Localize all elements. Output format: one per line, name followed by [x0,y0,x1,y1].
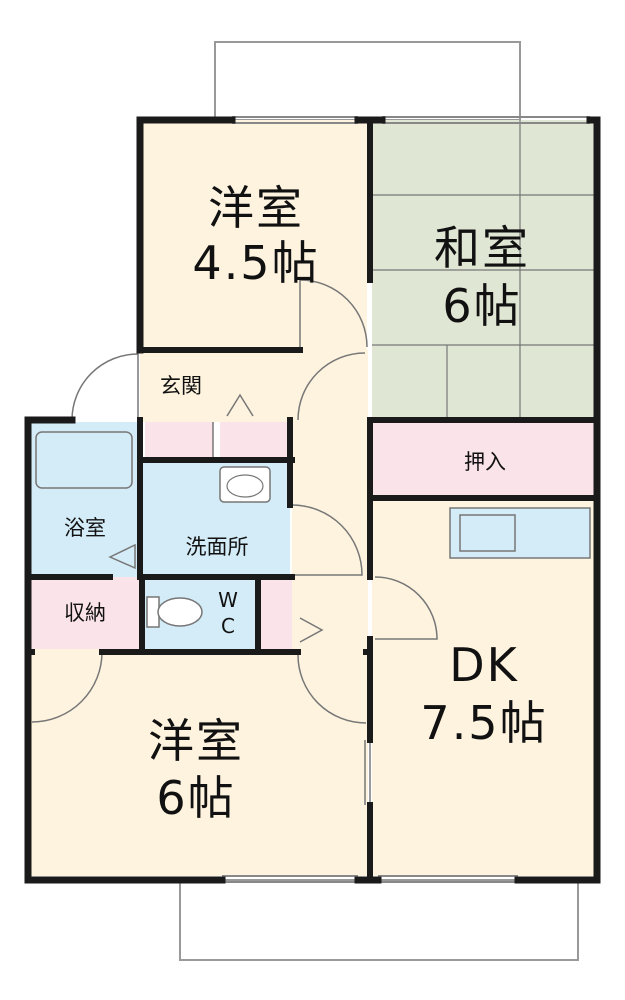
room-western-large-name: 洋室 [148,714,244,768]
entrance-markers [108,393,324,643]
wash-basin-bowl-icon [226,474,264,498]
label-wc-c: C [221,614,235,638]
room-dk-name: DK [449,638,519,692]
toilet-tank-icon [146,596,160,628]
floor-closet [372,420,594,498]
balcony-bottom [179,879,579,961]
room-western-large-size: 6帖 [156,771,236,825]
label-washroom: 洗面所 [185,535,249,559]
floor-corridor [292,420,368,655]
floor-dk [372,498,594,876]
balcony-top [214,41,521,121]
room-dk-size: 7.5帖 [420,696,548,750]
room-western-small-size: 4.5帖 [192,236,320,290]
kitchen-counter [449,507,591,559]
kitchen-sink-icon [459,514,516,552]
floor-storage-strip [260,577,292,649]
room-japanese-name: 和室 [434,221,530,275]
label-bathroom: 浴室 [64,516,106,540]
room-western-small-name: 洋室 [208,181,304,235]
room-japanese-size: 6帖 [442,279,522,333]
bathtub-icon [35,431,133,489]
floor-storage-small-left [145,422,213,457]
label-wc-w: W [218,588,238,612]
floor-storage [28,577,142,649]
windows [222,116,590,883]
floor-western-small [140,120,367,350]
toilet-bowl-icon [157,597,203,627]
label-storage: 収納 [64,601,106,625]
floor-western-large [28,649,368,876]
floor-storage-small-right [220,422,288,457]
label-entrance: 玄関 [160,374,202,398]
tatami-grid [372,120,594,420]
door-swings [31,279,438,805]
label-closet: 押入 [464,450,506,474]
walls [24,116,601,884]
